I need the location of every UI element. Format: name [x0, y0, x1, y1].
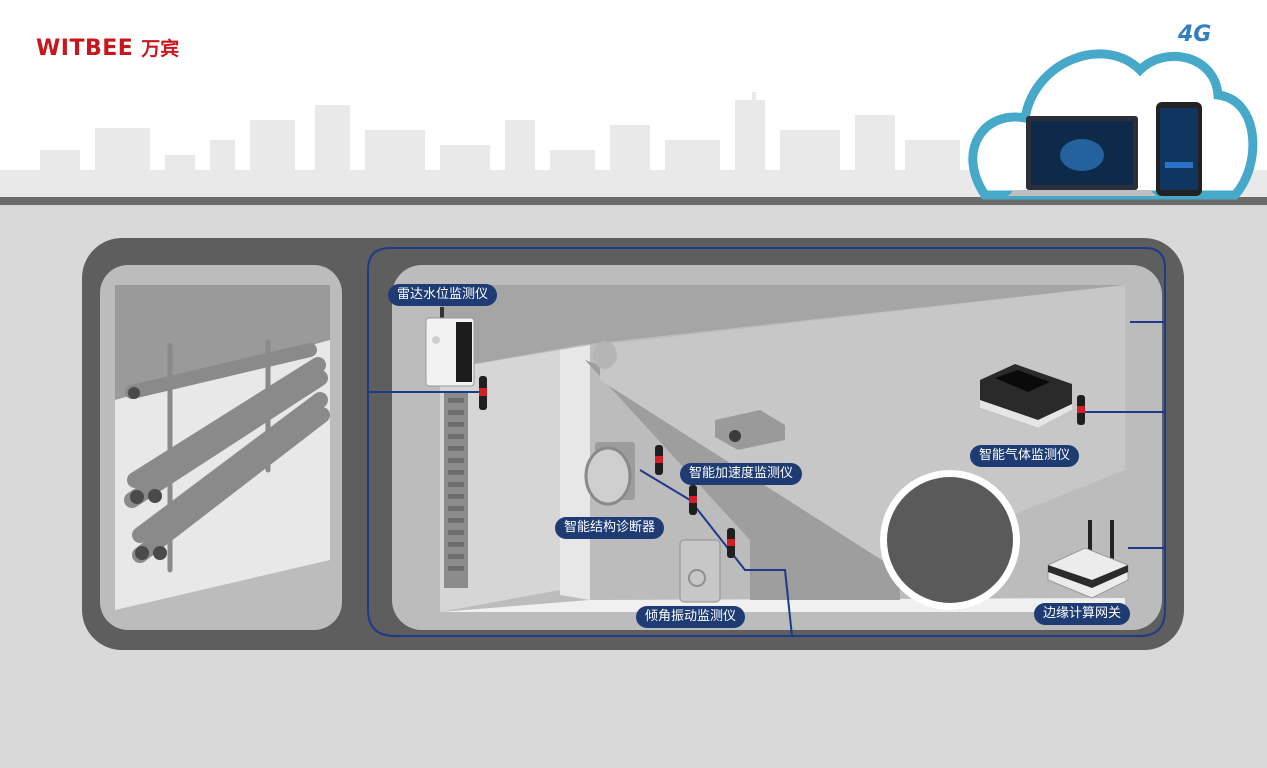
label-accel: 智能加速度监测仪	[680, 463, 803, 485]
accelerometer-device	[715, 410, 785, 450]
pipe-ends	[128, 387, 167, 560]
label-gateway: 边缘计算网关	[1034, 603, 1131, 625]
phone-icon	[1156, 102, 1202, 196]
label-gas: 智能气体监测仪	[970, 445, 1080, 467]
brand-name-en: WITBEE	[36, 36, 134, 61]
structure-diagnostic-device	[584, 442, 635, 506]
left-pipes	[124, 339, 330, 573]
brand-name-cn: 万宾	[141, 38, 180, 60]
pipe-opening	[887, 477, 1013, 603]
sensor-markers	[479, 376, 1085, 558]
network-cable	[367, 247, 1166, 637]
edge-gateway-device	[1047, 520, 1129, 599]
label-struct: 智能结构诊断器	[555, 517, 665, 539]
laptop-icon	[1008, 116, 1156, 196]
ground-surface	[0, 197, 1267, 205]
label-radar: 雷达水位监测仪	[388, 284, 498, 306]
radar-level-device	[425, 307, 475, 387]
wall-ladder	[444, 392, 468, 588]
tilt-vibration-device	[679, 539, 721, 603]
label-tilt: 倾角振动监测仪	[636, 606, 746, 628]
brand-logo: WITBEE 万宾	[36, 34, 179, 61]
network-badge: 4G	[1178, 22, 1212, 47]
gas-monitor-device	[980, 364, 1072, 428]
